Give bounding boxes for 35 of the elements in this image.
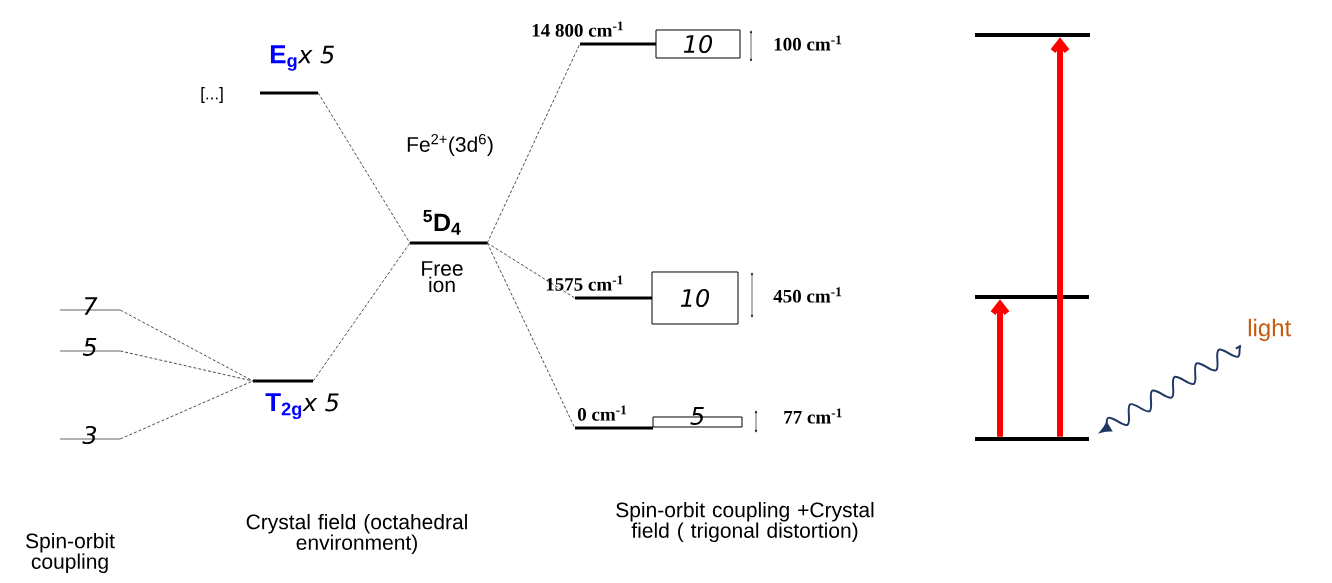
column-caption: Spin-orbit coupling +Crystal field ( trigonal distortion) <box>616 501 874 543</box>
energy-value: 1575 cm$^{-1}$ <box>546 275 623 291</box>
level-label: E$_{g}$x 5 <box>270 45 334 71</box>
degeneracy-box: 10 <box>651 271 739 325</box>
degeneracy-number: 5 <box>82 338 97 356</box>
splitting-value: 77 cm$^{-1}$ <box>784 408 842 424</box>
connector <box>312 242 411 382</box>
splitting-value: 100 cm$^{-1}$ <box>774 35 842 51</box>
connector <box>317 92 411 244</box>
column-caption: Spin-orbit coupling <box>26 532 115 574</box>
level-label: T$_{2g}$x 5 <box>265 393 339 420</box>
connector <box>119 380 254 440</box>
degeneracy-number: 3 <box>82 425 97 445</box>
energy-level <box>975 295 1089 299</box>
degeneracy-number: 7 <box>84 297 98 315</box>
connector <box>119 350 254 382</box>
connector <box>486 242 576 299</box>
energy-value: 14 800 cm$^{-1}$ <box>532 21 623 37</box>
level-caption: Free ion <box>422 261 463 293</box>
transition-arrow <box>990 299 1010 437</box>
degeneracy-box: 5 <box>652 407 743 428</box>
splitting-value: 450 cm$^{-1}$ <box>773 287 842 303</box>
energy-level <box>975 437 1089 441</box>
term-symbol: $^{5}$D$_{4}$ <box>423 210 461 235</box>
transition-arrow <box>1050 37 1070 437</box>
wavy-arrow <box>1099 344 1242 433</box>
energy-level <box>975 33 1090 37</box>
ion-label: Fe$^{2+}$(3d$^{6}$) <box>407 133 493 157</box>
energy-value: 0 cm$^{-1}$ <box>577 405 627 421</box>
column-caption: Crystal field (octahedral environment) <box>246 513 467 555</box>
ellipsis-label: [...] <box>201 87 223 103</box>
degeneracy-box: 10 <box>655 29 741 59</box>
light-label: light <box>1248 318 1292 342</box>
connector <box>486 242 576 429</box>
connector <box>486 43 581 244</box>
